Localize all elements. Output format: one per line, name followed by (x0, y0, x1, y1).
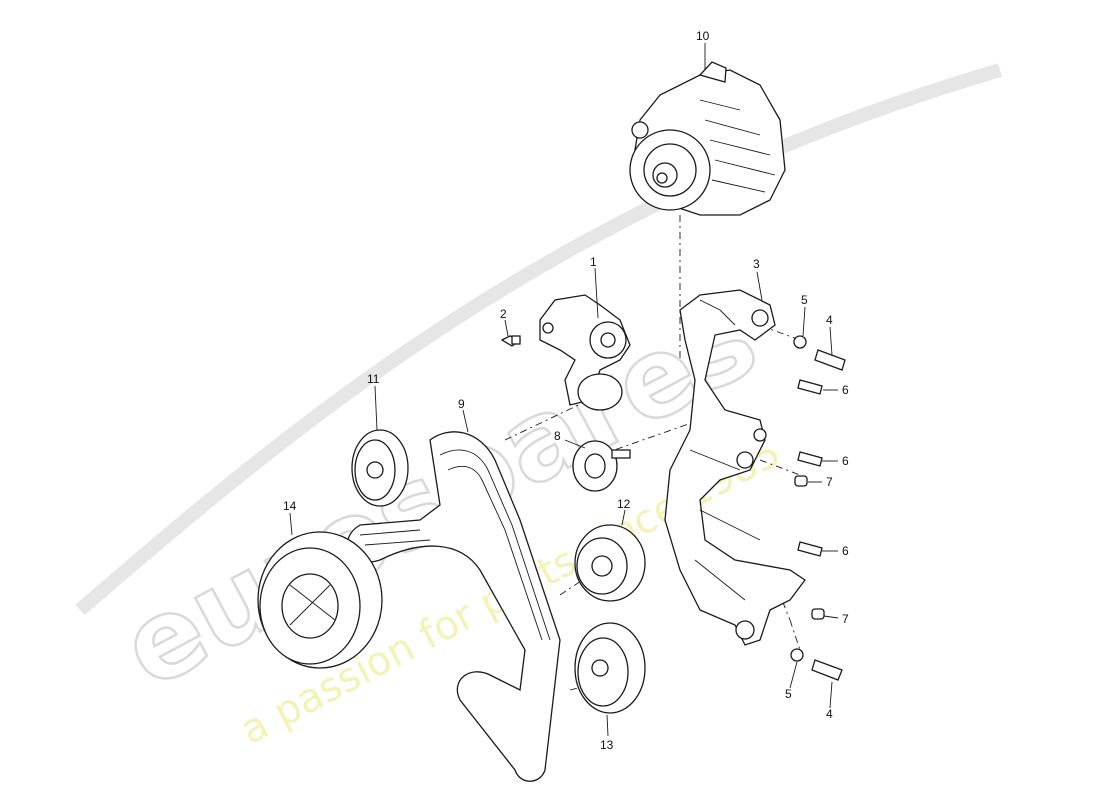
callout-6a: 6 (842, 383, 849, 397)
callout-5a: 5 (801, 293, 808, 307)
pulley-part-13[interactable] (574, 622, 646, 714)
bolt-part-4[interactable] (814, 349, 846, 371)
fasteners (790, 335, 846, 681)
callout-10: 10 (696, 29, 710, 43)
callout-2: 2 (500, 307, 507, 321)
callout-13: 13 (600, 738, 614, 752)
bolt-part-6[interactable] (797, 541, 823, 557)
callout-6c: 6 (842, 544, 849, 558)
mounting-bracket-part[interactable] (664, 289, 806, 646)
washer-part-5[interactable] (790, 648, 804, 662)
alternator-part[interactable] (629, 61, 786, 216)
callout-9: 9 (458, 397, 465, 411)
bolt-part-2[interactable] (500, 335, 522, 347)
callout-4a: 4 (826, 313, 833, 327)
callout-1: 1 (590, 255, 597, 269)
washer-part-5[interactable] (793, 335, 807, 349)
pulley-part-12[interactable] (574, 524, 646, 602)
bolt-part-6[interactable] (797, 451, 823, 467)
bushing-part-7[interactable] (811, 608, 825, 620)
callout-3: 3 (753, 257, 760, 271)
bolt-part-6[interactable] (797, 379, 823, 395)
watermark-swoosh (75, 63, 1002, 616)
crankshaft-pulley-part[interactable] (257, 531, 383, 669)
callout-11: 11 (367, 372, 380, 386)
callout-5b: 5 (785, 687, 792, 701)
callout-6b: 6 (842, 454, 849, 468)
callout-7b: 7 (842, 612, 849, 626)
callout-8: 8 (554, 429, 561, 443)
pulley-part-11[interactable] (351, 429, 409, 507)
callout-labels: 10 1 2 3 5 4 6 6 7 6 7 5 4 8 9 11 12 14 … (283, 29, 849, 752)
leader-lines (289, 43, 839, 737)
callout-12: 12 (617, 497, 631, 511)
bushing-part-7[interactable] (794, 475, 808, 487)
callout-14: 14 (283, 499, 297, 513)
callout-7a: 7 (826, 475, 833, 489)
callout-4b: 4 (826, 707, 833, 721)
belt-tensioner-part[interactable] (539, 294, 631, 411)
idler-pulley-part[interactable] (572, 440, 631, 492)
bolt-part-4[interactable] (811, 659, 843, 681)
